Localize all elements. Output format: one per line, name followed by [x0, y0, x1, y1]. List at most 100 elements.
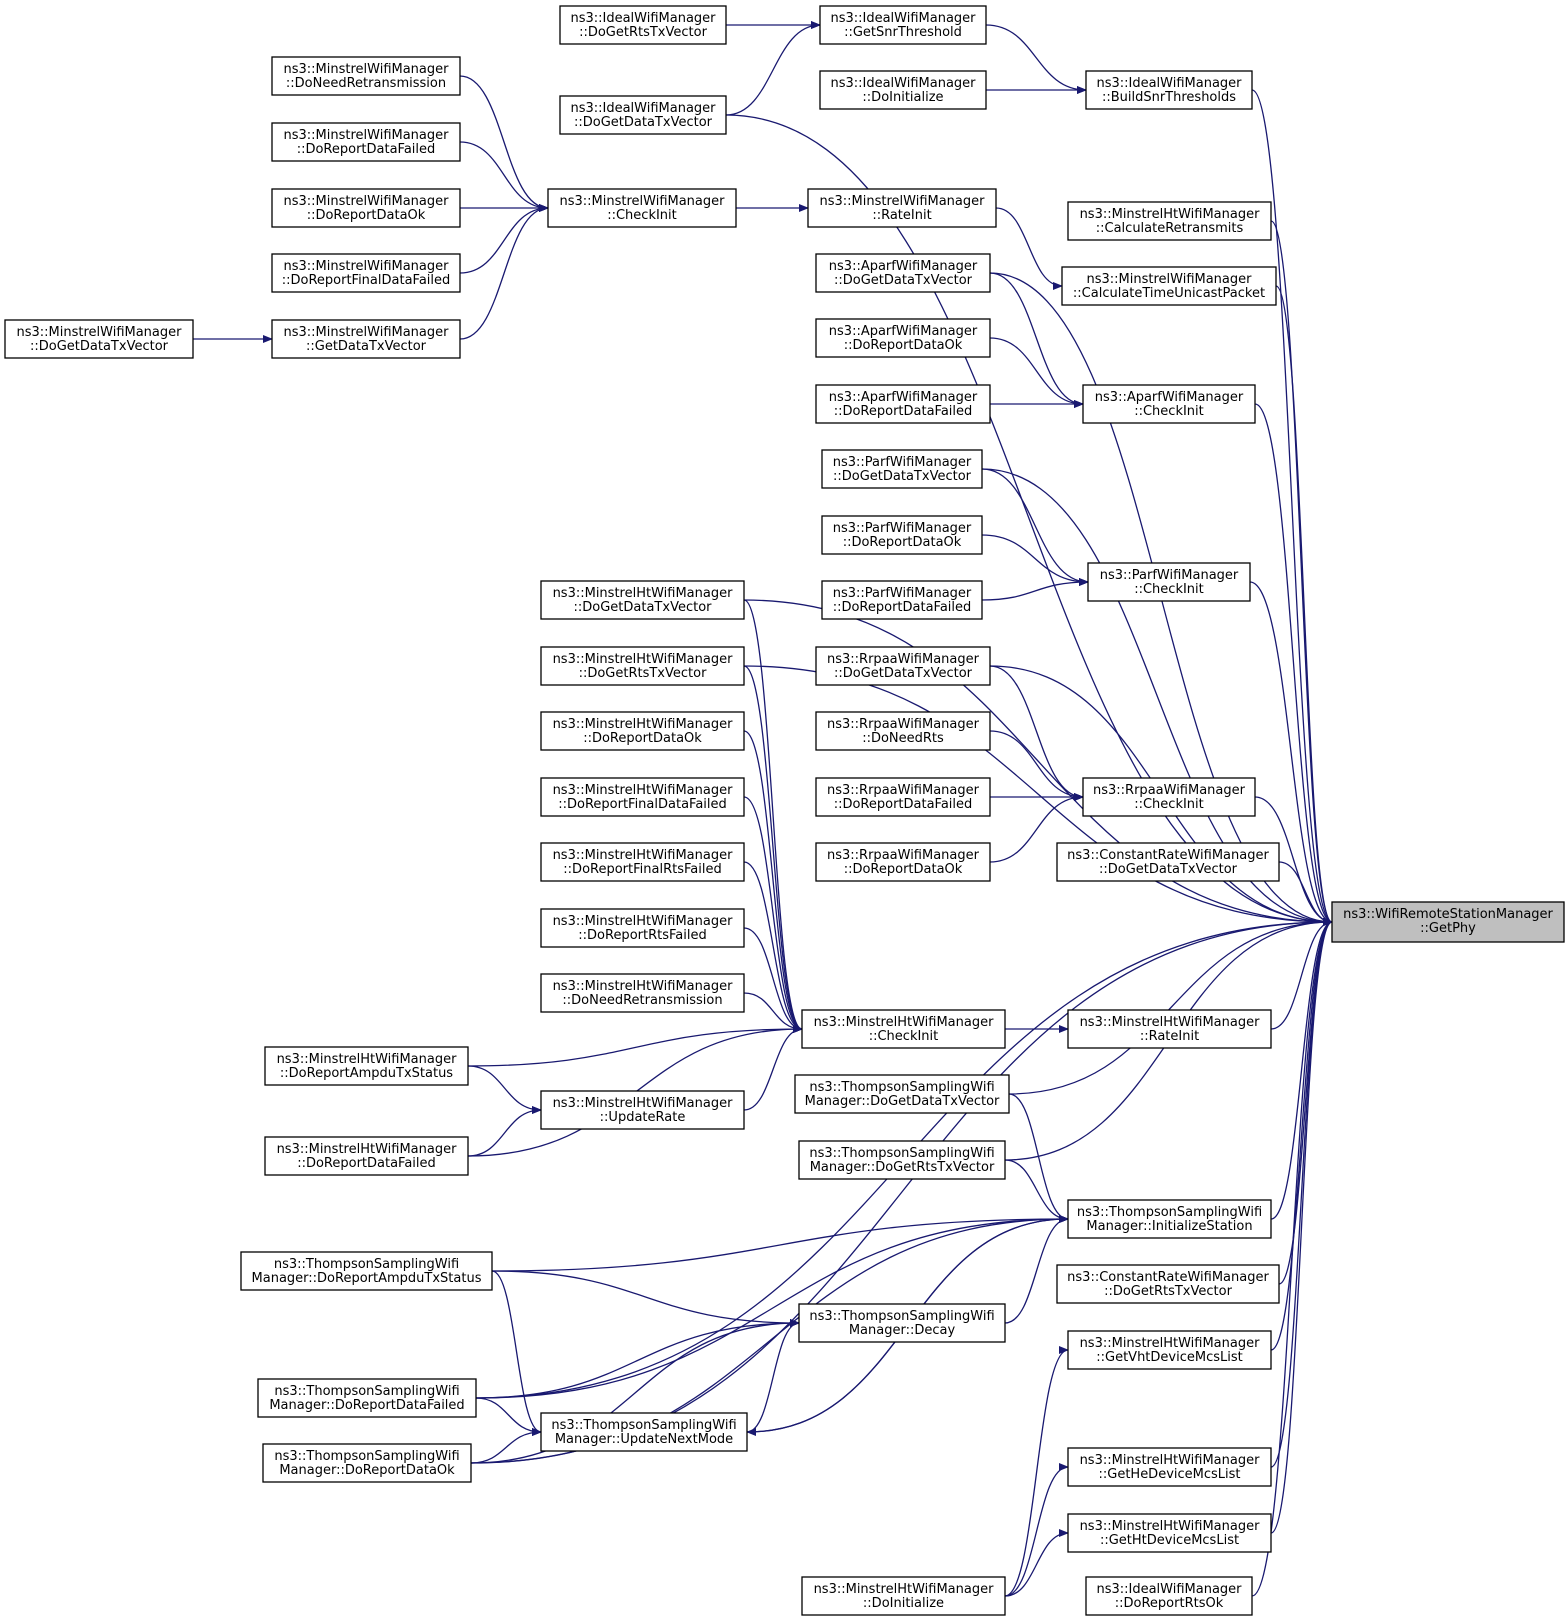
node-aparf_doreportdatafailed[interactable]: ns3::AparfWifiManager::DoReportDataFaile…	[815, 384, 991, 424]
node-box	[794, 1074, 1010, 1114]
node-mht_doreportrtsfailed[interactable]: ns3::MinstrelHtWifiManager::DoReportRtsF…	[540, 908, 745, 948]
edge-min_doreportfinaldatafailed-to-min_checkinit	[459, 204, 549, 274]
node-label-line: ns3::MinstrelHtWifiManager	[1080, 1453, 1261, 1468]
node-parf_doreportdataok[interactable]: ns3::ParfWifiManager::DoReportDataOk	[821, 515, 983, 555]
node-label-line: ::CheckInit	[1134, 404, 1204, 419]
node-mht_doreportfinaldatafailed[interactable]: ns3::MinstrelHtWifiManager::DoReportFina…	[540, 777, 745, 817]
node-mht_dogetrts[interactable]: ns3::MinstrelHtWifiManager::DoGetRtsTxVe…	[540, 646, 745, 686]
node-rrpaa_dogetdata[interactable]: ns3::RrpaaWifiManager::DoGetDataTxVector	[815, 646, 991, 686]
node-ts_doreportdatafailed[interactable]: ns3::ThompsonSamplingWifiManager::DoRepo…	[257, 1378, 477, 1418]
node-label-line: ::CheckInit	[869, 1029, 939, 1044]
node-aparf_doreportdataok[interactable]: ns3::AparfWifiManager::DoReportDataOk	[815, 318, 991, 358]
node-const_dogetrts[interactable]: ns3::ConstantRateWifiManager::DoGetRtsTx…	[1056, 1264, 1280, 1304]
node-label-line: Manager::DoReportAmpduTxStatus	[252, 1271, 482, 1286]
node-box	[815, 253, 991, 293]
node-box	[815, 384, 991, 424]
node-ts_dogetrts[interactable]: ns3::ThompsonSamplingWifiManager::DoGetR…	[798, 1140, 1006, 1180]
node-box	[540, 908, 745, 948]
edge-ts_dogetdata-to-ts_initstation	[1008, 1093, 1069, 1223]
node-min_calctime[interactable]: ns3::MinstrelWifiManager::CalculateTimeU…	[1061, 266, 1277, 306]
node-label-line: ::DoReportRtsFailed	[578, 928, 706, 943]
node-label-line: ns3::ThompsonSamplingWifi	[274, 1257, 459, 1272]
node-label-line: ns3::ThompsonSamplingWifi	[809, 1146, 994, 1161]
node-min_doreportdatafailed[interactable]: ns3::MinstrelWifiManager::DoReportDataFa…	[271, 122, 461, 162]
node-label-line: ::DoReportDataFailed	[834, 797, 973, 812]
node-aparf_dogetdata[interactable]: ns3::AparfWifiManager::DoGetDataTxVector	[815, 253, 991, 293]
node-mht_doreportdataok[interactable]: ns3::MinstrelHtWifiManager::DoReportData…	[540, 711, 745, 751]
node-const_dogetdata[interactable]: ns3::ConstantRateWifiManager::DoGetDataT…	[1056, 842, 1280, 882]
node-label-line: ::RateInit	[1140, 1029, 1199, 1044]
node-rrpaa_doneedrts[interactable]: ns3::RrpaaWifiManager::DoNeedRts	[815, 711, 991, 751]
node-ideal_dogetrts[interactable]: ns3::IdealWifiManager::DoGetRtsTxVector	[559, 5, 727, 45]
node-box	[540, 711, 745, 751]
node-box	[240, 1251, 493, 1291]
node-parf_dogetdata[interactable]: ns3::ParfWifiManager::DoGetDataTxVector	[821, 449, 983, 489]
node-label-line: ::CalculateRetransmits	[1096, 221, 1244, 236]
node-box	[1331, 901, 1565, 943]
node-mht_rateinit[interactable]: ns3::MinstrelHtWifiManager::RateInit	[1067, 1009, 1272, 1049]
node-mht_getvht[interactable]: ns3::MinstrelHtWifiManager::GetVhtDevice…	[1067, 1330, 1272, 1370]
node-min_rateinit[interactable]: ns3::MinstrelWifiManager::RateInit	[807, 188, 997, 228]
node-label-line: ::DoInitialize	[863, 1596, 944, 1611]
node-ideal_buildsnr[interactable]: ns3::IdealWifiManager::BuildSnrThreshold…	[1085, 70, 1253, 110]
node-min_getdatatx[interactable]: ns3::MinstrelWifiManager::GetDataTxVecto…	[271, 319, 461, 359]
node-label-line: ::DoGetDataTxVector	[30, 339, 169, 354]
node-mht_dogetdata[interactable]: ns3::MinstrelHtWifiManager::DoGetDataTxV…	[540, 580, 745, 620]
node-ideal_doreportrtsok[interactable]: ns3::IdealWifiManager::DoReportRtsOk	[1085, 1576, 1253, 1616]
node-min_dogetdatatx[interactable]: ns3::MinstrelWifiManager::DoGetDataTxVec…	[4, 319, 194, 359]
node-mht_updaterate[interactable]: ns3::MinstrelHtWifiManager::UpdateRate	[540, 1090, 745, 1130]
node-label-line: ::DoReportDataFailed	[297, 142, 436, 157]
node-mht_doneedretx[interactable]: ns3::MinstrelHtWifiManager::DoNeedRetran…	[540, 973, 745, 1013]
node-label-line: ::DoGetDataTxVector	[1099, 862, 1238, 877]
node-ideal_doinit[interactable]: ns3::IdealWifiManager::DoInitialize	[819, 70, 987, 110]
node-box	[547, 188, 737, 228]
node-mht_doinit[interactable]: ns3::MinstrelHtWifiManager::DoInitialize	[801, 1576, 1006, 1616]
node-ts_initstation[interactable]: ns3::ThompsonSamplingWifiManager::Initia…	[1067, 1199, 1272, 1239]
node-box	[540, 1090, 745, 1130]
node-ts_doreportdataok[interactable]: ns3::ThompsonSamplingWifiManager::DoRepo…	[262, 1443, 472, 1483]
node-min_doreportfinaldatafailed[interactable]: ns3::MinstrelWifiManager::DoReportFinalD…	[271, 253, 461, 293]
edge-mht_rateinit-to-getphy	[1270, 918, 1333, 1030]
node-min_checkinit[interactable]: ns3::MinstrelWifiManager::CheckInit	[547, 188, 737, 228]
node-ideal_dogetdata[interactable]: ns3::IdealWifiManager::DoGetDataTxVector	[559, 95, 727, 135]
node-box	[540, 777, 745, 817]
node-ts_dogetdata[interactable]: ns3::ThompsonSamplingWifiManager::DoGetD…	[794, 1074, 1010, 1114]
node-parf_checkinit[interactable]: ns3::ParfWifiManager::CheckInit	[1087, 562, 1251, 602]
edge-mht_dogetrts-to-mht_checkinit	[743, 665, 803, 1033]
node-rrpaa_doreportdataok[interactable]: ns3::RrpaaWifiManager::DoReportDataOk	[815, 842, 991, 882]
node-mht_doreportdatafailed[interactable]: ns3::MinstrelHtWifiManager::DoReportData…	[264, 1136, 469, 1176]
node-getphy[interactable]: ns3::WifiRemoteStationManager::GetPhy	[1331, 901, 1565, 943]
node-box	[821, 515, 983, 555]
node-label-line: ns3::MinstrelHtWifiManager	[553, 717, 734, 732]
node-label-line: ::DoReportRtsOk	[1115, 1596, 1224, 1611]
node-label-line: ns3::RrpaaWifiManager	[1093, 783, 1246, 798]
node-box	[815, 842, 991, 882]
node-mht_doreportampdu[interactable]: ns3::MinstrelHtWifiManager::DoReportAmpd…	[264, 1046, 469, 1086]
edge-min_doneedretx-to-min_checkinit	[459, 75, 549, 212]
node-mht_gethe[interactable]: ns3::MinstrelHtWifiManager::GetHeDeviceM…	[1067, 1447, 1272, 1487]
node-ideal_getsnr[interactable]: ns3::IdealWifiManager::GetSnrThreshold	[819, 5, 987, 45]
node-min_doreportdataok[interactable]: ns3::MinstrelWifiManager::DoReportDataOk	[271, 188, 461, 228]
node-label-line: ::BuildSnrThresholds	[1102, 90, 1236, 105]
node-label-line: ::DoReportDataOk	[844, 338, 963, 353]
node-label-line: ::DoReportDataOk	[843, 535, 962, 550]
node-mht_checkinit[interactable]: ns3::MinstrelHtWifiManager::CheckInit	[801, 1009, 1006, 1049]
node-box	[1056, 1264, 1280, 1304]
node-ts_doreportampdu[interactable]: ns3::ThompsonSamplingWifiManager::DoRepo…	[240, 1251, 493, 1291]
node-mht_doreportfinalrtsfailed[interactable]: ns3::MinstrelHtWifiManager::DoReportFina…	[540, 842, 745, 882]
node-label-line: ::GetSnrThreshold	[844, 25, 962, 40]
node-mht_getht[interactable]: ns3::MinstrelHtWifiManager::GetHtDeviceM…	[1067, 1513, 1272, 1553]
node-parf_doreportdatafailed[interactable]: ns3::ParfWifiManager::DoReportDataFailed	[821, 580, 983, 620]
node-aparf_checkinit[interactable]: ns3::AparfWifiManager::CheckInit	[1082, 384, 1256, 424]
node-rrpaa_doreportdatafailed[interactable]: ns3::RrpaaWifiManager::DoReportDataFaile…	[815, 777, 991, 817]
node-ts_updatenextmode[interactable]: ns3::ThompsonSamplingWifiManager::Update…	[540, 1412, 748, 1452]
edge-mht_doreportampdu-to-mht_updaterate	[467, 1065, 542, 1114]
edge-aparf_doreportdataok-to-aparf_checkinit	[989, 337, 1084, 408]
node-rrpaa_checkinit[interactable]: ns3::RrpaaWifiManager::CheckInit	[1082, 777, 1256, 817]
edge-rrpaa_doreportdataok-to-rrpaa_checkinit	[989, 793, 1084, 863]
node-label-line: ns3::MinstrelWifiManager	[283, 128, 449, 143]
node-minht_calcretx[interactable]: ns3::MinstrelHtWifiManager::CalculateRet…	[1067, 201, 1272, 241]
node-min_doneedretx[interactable]: ns3::MinstrelWifiManager::DoNeedRetransm…	[271, 56, 461, 96]
